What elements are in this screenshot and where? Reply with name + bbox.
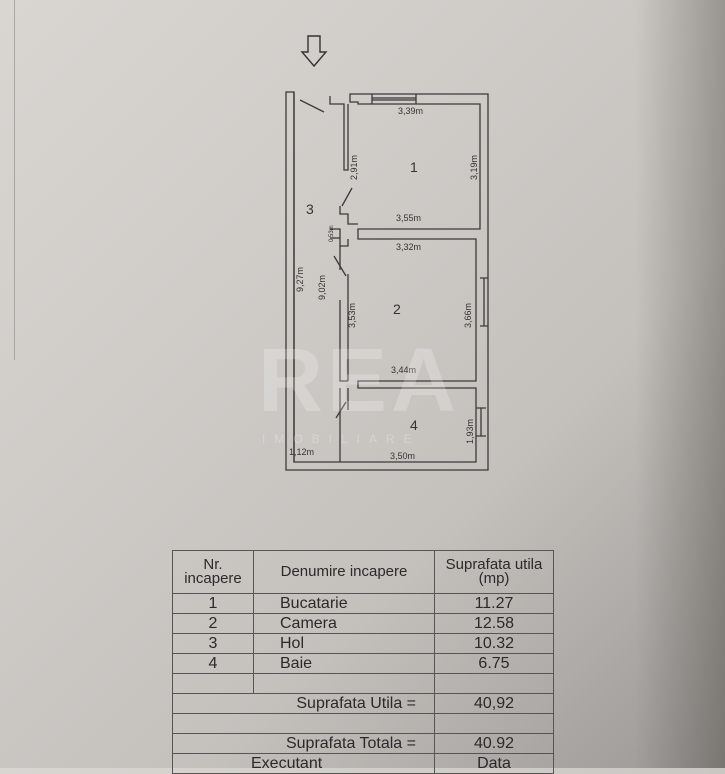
row-name: Hol [253, 633, 435, 654]
header-nr: Nr. incapere [172, 550, 254, 594]
dim-r2-bottom: 3,44m [391, 365, 416, 375]
paper-fold-line [14, 0, 15, 360]
dim-r1-left: 2,91m [349, 155, 359, 180]
table-header-row: Nr. incapere Denumire incapere Suprafata… [172, 550, 554, 594]
row-name: Bucatarie [253, 593, 435, 614]
watermark-sub: IMOBILIARE [262, 432, 421, 446]
row-nr: 3 [172, 633, 254, 654]
dim-r4-right: 1,93m [465, 419, 475, 444]
table-empty-row [172, 713, 554, 734]
room-number-3: 3 [306, 201, 314, 217]
header-area: Suprafata utila (mp) [434, 550, 554, 594]
row-area: 11.27 [434, 593, 554, 614]
row-name: Baie [253, 653, 435, 674]
footer-executant: Executant [172, 753, 435, 774]
entrance-arrow-icon [300, 35, 328, 68]
dim-r4-bottom: 3,50m [390, 451, 415, 461]
dim-r2-left: 3,53m [347, 303, 357, 328]
table-empty-row [172, 673, 554, 694]
dim-r1-top: 3,39m [398, 106, 423, 116]
dim-r2-right: 3,66m [463, 303, 473, 328]
header-name: Denumire incapere [253, 550, 435, 594]
dim-hall-outer: 9,27m [295, 267, 305, 292]
room-number-4: 4 [410, 417, 418, 433]
row-area: 12.58 [434, 613, 554, 634]
dim-door-small: 0,53m [329, 225, 335, 242]
dim-hall-inner: 9,02m [317, 275, 327, 300]
outer-wall [285, 91, 489, 471]
table-row: 2 Camera 12.58 [172, 613, 554, 634]
table-row: 1 Bucatarie 11.27 [172, 593, 554, 614]
dim-hall-bottom: 1,12m [289, 447, 314, 457]
table-util-row: Suprafata Utila = 40,92 [172, 693, 554, 714]
dim-r2-top: 3,32m [396, 242, 421, 252]
total-label: Suprafata Totala = [172, 733, 435, 754]
area-table: Nr. incapere Denumire incapere Suprafata… [172, 550, 554, 774]
dim-r1-right: 3,19m [469, 155, 479, 180]
table-row: 4 Baie 6.75 [172, 653, 554, 674]
util-value: 40,92 [434, 693, 554, 714]
dim-r1-bottom: 3,55m [396, 213, 421, 223]
row-name: Camera [253, 613, 435, 634]
row-nr: 1 [172, 593, 254, 614]
row-area: 10.32 [434, 633, 554, 654]
row-nr: 2 [172, 613, 254, 634]
total-value: 40.92 [434, 733, 554, 754]
row-area: 6.75 [434, 653, 554, 674]
util-label: Suprafata Utila = [172, 693, 435, 714]
table-footer-row: Executant Data [172, 753, 554, 774]
footer-data: Data [434, 753, 554, 774]
table-row: 3 Hol 10.32 [172, 633, 554, 654]
room-number-1: 1 [410, 159, 418, 175]
watermark-logo: REA [258, 331, 461, 431]
table-total-row: Suprafata Totala = 40.92 [172, 733, 554, 754]
room-number-2: 2 [393, 301, 401, 317]
row-nr: 4 [172, 653, 254, 674]
